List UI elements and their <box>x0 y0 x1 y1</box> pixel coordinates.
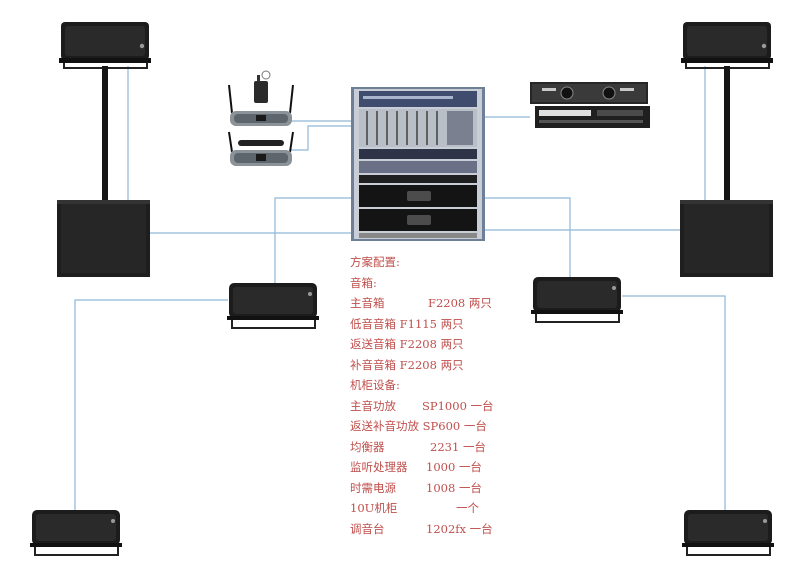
rack-item-model: SP600 <box>422 419 461 433</box>
cable-mic-2 <box>290 125 355 151</box>
rack-item-qty: 一台 <box>469 521 493 536</box>
config-heading: 方案配置: <box>350 255 400 269</box>
speaker-model: F1115 <box>399 316 437 331</box>
speaker-line: 返送音箱 F2208 两只 <box>350 334 530 355</box>
speaker-line: 补音音箱 F2208 两只 <box>350 355 530 376</box>
rack-item-name: 返送补音功放 <box>350 419 419 433</box>
cable-right-monitor <box>480 197 571 279</box>
cable-left-fill <box>74 299 228 513</box>
rack-item-model: 1000 <box>426 460 456 474</box>
equipment-rack <box>351 87 485 241</box>
monitor-speaker-right <box>531 277 623 323</box>
speaker-qty: 两只 <box>440 357 464 372</box>
wireless-mic-receiver-icon <box>228 131 294 166</box>
rack-item-qty: 一台 <box>462 439 486 454</box>
speaker-line: 主音箱 F2208 两只 <box>350 293 530 314</box>
subwoofer-icon <box>680 200 773 277</box>
equipment-rack-icon <box>351 87 485 241</box>
speaker-name: 主音箱 <box>350 296 385 310</box>
main-speaker-left <box>59 22 151 203</box>
speaker-line: 低音音箱 F1115 两只 <box>350 314 530 335</box>
configuration-list: 方案配置: 音箱: 主音箱 F2208 两只 低音音箱 F1115 两只 返送音箱… <box>350 252 530 539</box>
rack-line: 主音功放 SP1000 一台 <box>350 396 530 417</box>
speaker-qty: 两只 <box>440 337 464 351</box>
speaker-name: 低音音箱 <box>350 316 396 331</box>
monitor-speaker-left <box>227 283 319 329</box>
rack-line: 时需电源 1008 一台 <box>350 478 530 499</box>
stage-monitor-icon <box>30 510 122 556</box>
rack-item-qty: 一台 <box>458 480 482 495</box>
rack-item-name: 监听处理器 <box>350 460 408 474</box>
speaker-qty: 两只 <box>440 316 464 331</box>
subwoofer-right <box>680 200 773 277</box>
rack-item-qty: 一台 <box>470 398 494 413</box>
speaker-name: 补音音箱 <box>350 357 396 372</box>
rack-item-model: 1202fx <box>426 521 467 536</box>
rack-item-qty: 一台 <box>458 460 482 474</box>
rack-line: 均衡器 2231 一台 <box>350 437 530 458</box>
rack-item-model: 2231 <box>430 439 460 454</box>
wireless-mic-receiver-2 <box>228 131 294 166</box>
rack-item-name: 调音台 <box>350 521 385 536</box>
rack-title: 机柜设备: <box>350 378 400 392</box>
cable-left-monitor <box>274 197 355 286</box>
subwoofer-left <box>57 200 150 277</box>
rack-item-name: 10U机柜 <box>350 501 398 515</box>
pa-speaker-icon <box>681 22 773 203</box>
speakers-title: 音箱: <box>350 275 377 290</box>
fill-speaker-left <box>30 510 122 556</box>
speaker-model: F2208 <box>399 337 437 351</box>
subwoofer-icon <box>57 200 150 277</box>
dual-cd-player-icon <box>530 82 650 128</box>
speaker-qty: 两只 <box>468 296 492 310</box>
stage-monitor-icon <box>682 510 774 556</box>
rack-line: 10U机柜 一个 <box>350 498 530 519</box>
speaker-name: 返送音箱 <box>350 337 396 351</box>
rack-item-qty: 一个 <box>456 501 479 515</box>
stage-monitor-icon <box>531 277 623 323</box>
rack-item-name: 均衡器 <box>350 439 385 454</box>
main-speaker-right <box>681 22 773 203</box>
wireless-mic-receiver-icon <box>228 70 294 126</box>
rack-item-name: 时需电源 <box>350 480 396 495</box>
speaker-model: F2208 <box>428 296 466 310</box>
pa-speaker-icon <box>59 22 151 203</box>
speaker-model: F2208 <box>399 357 437 372</box>
dual-cd-player <box>530 82 650 128</box>
cable-right-fill <box>622 295 726 513</box>
fill-speaker-right <box>682 510 774 556</box>
rack-item-name: 主音功放 <box>350 398 396 413</box>
wireless-mic-receiver-1 <box>228 70 294 126</box>
rack-item-qty: 一台 <box>463 419 487 433</box>
rack-item-model: SP1000 <box>422 398 467 413</box>
stage-monitor-icon <box>227 283 319 329</box>
rack-line: 返送补音功放 SP600 一台 <box>350 416 530 437</box>
rack-line: 监听处理器 1000 一台 <box>350 457 530 478</box>
rack-item-model: 1008 <box>426 480 456 495</box>
rack-line: 调音台 1202fx 一台 <box>350 519 530 540</box>
